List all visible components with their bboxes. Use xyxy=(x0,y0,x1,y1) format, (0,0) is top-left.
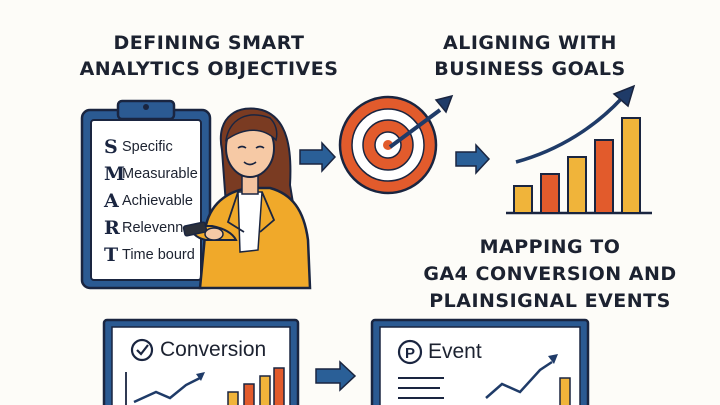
smart-word: Achievable xyxy=(122,193,193,209)
smart-objectives-heading: DEFINING SMART ANALYTICS OBJECTIVES xyxy=(64,30,354,82)
heading-line: GA4 CONVERSION AND xyxy=(423,263,677,285)
arrow-right-icon xyxy=(455,143,491,175)
conversion-panel xyxy=(102,318,300,405)
p-circle-icon xyxy=(397,339,423,365)
smart-word: Relevenn xyxy=(122,220,184,236)
event-label: Event xyxy=(428,340,482,363)
svg-text:P: P xyxy=(405,345,415,362)
heading-line: MAPPING TO xyxy=(479,236,621,258)
heading-line: DEFINING SMART xyxy=(113,32,305,54)
heading-line: ALIGNING WITH xyxy=(443,32,617,54)
conversion-label: Conversion xyxy=(160,338,267,361)
smart-letter: M xyxy=(104,163,126,185)
woman-illustration xyxy=(182,107,312,290)
heading-line: PLAINSIGNAL EVENTS xyxy=(429,290,671,312)
smart-letter: A xyxy=(104,190,119,212)
arrow-right-icon xyxy=(315,360,357,392)
smart-word: Measurable xyxy=(122,166,198,182)
business-goals-heading: ALIGNING WITH BUSINESS GOALS xyxy=(420,30,640,82)
growth-bar-chart-icon xyxy=(506,84,652,215)
smart-word: Specific xyxy=(122,139,173,155)
heading-line: BUSINESS GOALS xyxy=(434,58,626,80)
mapping-heading: MAPPING TO GA4 CONVERSION AND PLAINSIGNA… xyxy=(400,234,700,315)
event-panel: P xyxy=(370,318,590,405)
target-icon xyxy=(338,94,454,195)
smart-letter: T xyxy=(104,244,119,266)
arrow-right-icon xyxy=(299,141,337,173)
check-circle-icon xyxy=(130,338,154,362)
smart-letter: R xyxy=(104,217,120,239)
smart-letter: S xyxy=(104,136,118,158)
smart-word: Time bourd xyxy=(122,247,195,263)
heading-line: ANALYTICS OBJECTIVES xyxy=(79,58,339,80)
clipboard xyxy=(80,99,212,290)
